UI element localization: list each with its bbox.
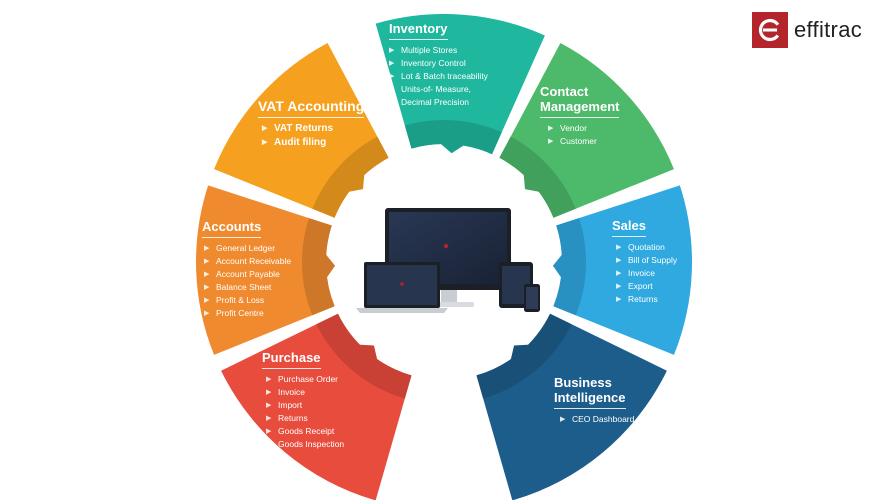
segment-items: ▶VAT Returns ▶Audit filing [258,122,364,150]
segment-items: ▶Multiple Stores ▶Inventory Control ▶Lot… [389,44,488,109]
segment-pointer-sales [552,253,563,279]
list-item: ▶Profit Centre [204,308,264,318]
segment-arc-accounts [196,185,335,355]
segment-pointer-purchase [358,344,378,361]
segment-contact-management: Contact Management ▶Vendor ▶Customer [540,84,620,148]
devices-mockup-icon [356,208,540,313]
segment-inventory: Inventory ▶Multiple Stores ▶Inventory Co… [389,20,488,109]
list-item: ▶General Ledger [204,243,276,253]
segment-accounts: Accounts ▶General Ledger ▶Account Receiv… [202,218,291,320]
segment-items: ▶CEO Dashboard [554,413,634,426]
segment-title: Business Intelligence [554,375,626,409]
segment-inner-band-inventory [404,120,502,155]
list-item: ▶Goods Receipt [266,426,335,436]
segment-inner-band-bi [476,313,572,399]
segment-arc-sales [553,185,692,355]
list-item: ▶Goods Inspection [266,439,345,449]
list-item: ▶Audit filing [262,137,327,148]
segment-pointer-accounts [325,253,336,279]
list-item: ▶Invoice [616,268,655,278]
list-item: ▶Purchase Order [266,374,338,384]
list-item: ▶Profit & Loss [204,295,265,305]
segment-title: Sales [612,218,646,237]
list-item: ▶Bill of Supply [616,255,678,265]
segment-items: ▶Purchase Order ▶Invoice ▶Import ▶Return… [262,373,344,451]
effitrac-e-logo-icon [752,12,788,48]
list-item: ▶CEO Dashboard [560,414,635,424]
segment-title: Purchase [262,350,321,369]
segment-inner-band-sales [553,218,586,316]
list-item: ▶Returns [266,413,308,423]
list-item: ▶Units-of- Measure, Decimal Precision [389,84,471,107]
list-item: ▶Vendor [548,123,587,133]
list-item: ▶Account Receivable [204,256,292,266]
segment-pointer-vat [347,173,365,193]
segment-inner-band-vat [312,136,389,218]
list-item: ▶Balance Sheet [204,282,272,292]
segment-pointer-inventory [439,143,465,154]
list-item: ▶Lot & Batch traceability [389,71,488,81]
segment-inner-band-contact [499,136,576,218]
list-item: ▶Multiple Stores [389,45,458,55]
brand-logo: effitrac [752,12,862,48]
segment-title: Inventory [389,21,448,40]
list-item: ▶Returns [616,294,658,304]
list-item: ▶VAT Returns [262,123,334,134]
segment-title: Contact Management [540,84,620,118]
segment-inner-band-purchase [316,313,412,399]
segment-inner-band-accounts [302,218,335,316]
segment-items: ▶Quotation ▶Bill of Supply ▶Invoice ▶Exp… [612,241,677,306]
list-item: ▶Import [266,400,303,410]
segment-title: VAT Accounting [258,99,365,118]
list-item: ▶Invoice [266,387,305,397]
segment-title: Accounts [202,219,262,238]
segment-sales: Sales ▶Quotation ▶Bill of Supply ▶Invoic… [612,217,677,306]
list-item: ▶Export [616,281,653,291]
segment-items: ▶General Ledger ▶Account Receivable ▶Acc… [202,242,291,320]
segment-arc-inventory [375,13,545,155]
list-item: ▶Account Payable [204,269,280,279]
brand-name: effitrac [794,17,863,42]
segment-pointer-bi [510,344,530,361]
segment-business-intelligence: Business Intelligence ▶CEO Dashboard [554,375,634,426]
list-item: ▶Customer [548,136,597,146]
segment-vat-accounting: VAT Accounting ▶VAT Returns ▶Audit filin… [258,98,365,150]
segment-pointer-contact [523,173,541,193]
segment-purchase: Purchase ▶Purchase Order ▶Invoice ▶Impor… [262,349,344,451]
list-item: ▶Inventory Control [389,58,466,68]
list-item: ▶Quotation [616,242,665,252]
segment-items: ▶Vendor ▶Customer [540,122,619,148]
